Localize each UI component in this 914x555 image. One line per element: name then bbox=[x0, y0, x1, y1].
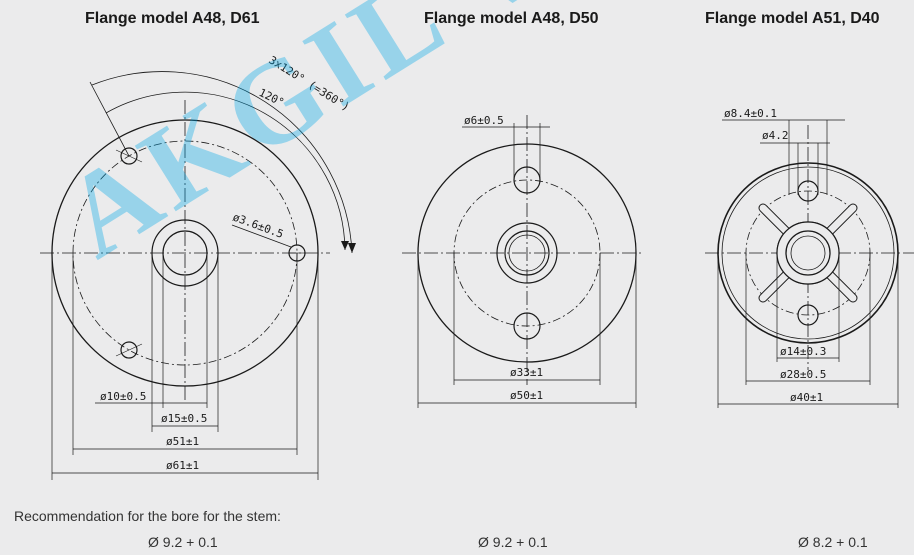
bolt-hole bbox=[797, 304, 819, 326]
bore-value-d40: Ø 8.2 + 0.1 bbox=[798, 534, 868, 550]
dim-inner-d40: ø4.2 bbox=[762, 129, 789, 142]
dim-hub-d40: ø14±0.3 bbox=[780, 345, 826, 358]
bore-value-d50: Ø 9.2 + 0.1 bbox=[478, 534, 548, 550]
bolt-hole bbox=[513, 312, 541, 340]
dim-pitch-d40: ø28±0.5 bbox=[780, 368, 826, 381]
bolt-hole bbox=[120, 341, 138, 359]
dim-outer-d40: ø40±1 bbox=[790, 391, 823, 404]
bore-value-d61: Ø 9.2 + 0.1 bbox=[148, 534, 218, 550]
title-a48-d61: Flange model A48, D61 bbox=[85, 10, 260, 27]
dim-hole-d50: ø6±0.5 bbox=[464, 114, 504, 127]
dim-bore-d61: ø10±0.5 bbox=[100, 390, 146, 403]
dim-hub-d61: ø15±0.5 bbox=[161, 412, 207, 425]
flange-d40: ø8.4±0.1 ø4.2 ø14±0.3 ø28±0.5 ø40±1 bbox=[705, 107, 914, 408]
dim-outer-d50: ø50±1 bbox=[510, 389, 543, 402]
dim-pitch-d61: ø51±1 bbox=[166, 435, 199, 448]
bolt-hole bbox=[120, 147, 138, 165]
title-a51-d40: Flange model A51, D40 bbox=[705, 10, 880, 27]
dim-slot-d40: ø8.4±0.1 bbox=[724, 107, 777, 120]
dim-pitch-d50: ø33±1 bbox=[510, 366, 543, 379]
dim-outer-d61: ø61±1 bbox=[166, 459, 199, 472]
title-a48-d50: Flange model A48, D50 bbox=[424, 10, 599, 27]
flange-d50: ø6±0.5 ø33±1 ø50±1 bbox=[402, 114, 642, 408]
dim-hole-d61: ø3.6±0.5 bbox=[231, 211, 285, 241]
recommendation-label: Recommendation for the bore for the stem… bbox=[14, 508, 281, 524]
